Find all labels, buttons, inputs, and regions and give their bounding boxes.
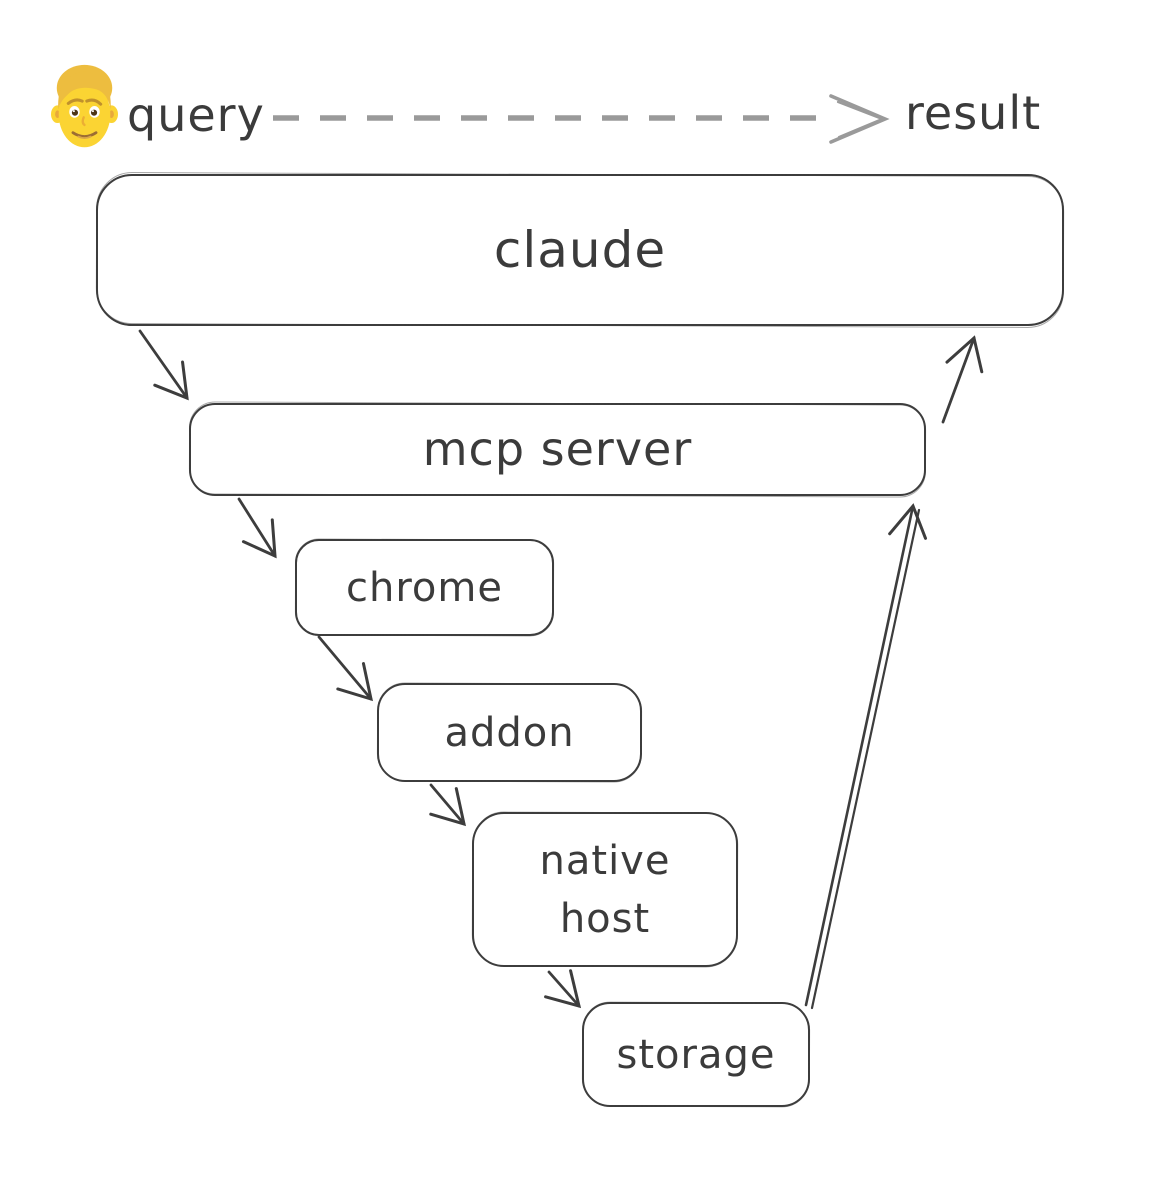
node-addon: addon <box>377 683 642 782</box>
node-addon-label: addon <box>444 709 575 756</box>
node-storage-label: storage <box>616 1031 776 1078</box>
node-mcp-server: mcp server <box>189 403 926 496</box>
node-chrome-label: chrome <box>346 564 503 611</box>
arrow-addon-to-native-host <box>429 783 467 827</box>
node-storage: storage <box>582 1002 810 1107</box>
arrow-chrome-to-addon <box>317 635 373 702</box>
arrow-storage-to-mcp-server <box>804 503 927 1010</box>
node-claude: claude <box>96 174 1064 326</box>
arrow-native-host-to-storage <box>544 969 582 1009</box>
node-chrome: chrome <box>295 539 554 636</box>
node-claude-label: claude <box>493 220 667 279</box>
node-native-host-label: native host <box>539 837 671 942</box>
node-native-host: native host <box>472 812 738 967</box>
arrow-mcp-server-to-claude <box>941 335 984 424</box>
arrow-query-to-result <box>273 94 890 144</box>
query-label: query <box>127 88 265 142</box>
result-label: result <box>905 86 1042 140</box>
arrow-claude-to-mcp-server <box>138 329 189 401</box>
man-emoji <box>51 64 118 148</box>
dashed-arrowhead-icon <box>829 94 890 144</box>
node-mcp-server-label: mcp server <box>422 422 693 477</box>
arrow-mcp-server-to-chrome <box>237 497 277 559</box>
